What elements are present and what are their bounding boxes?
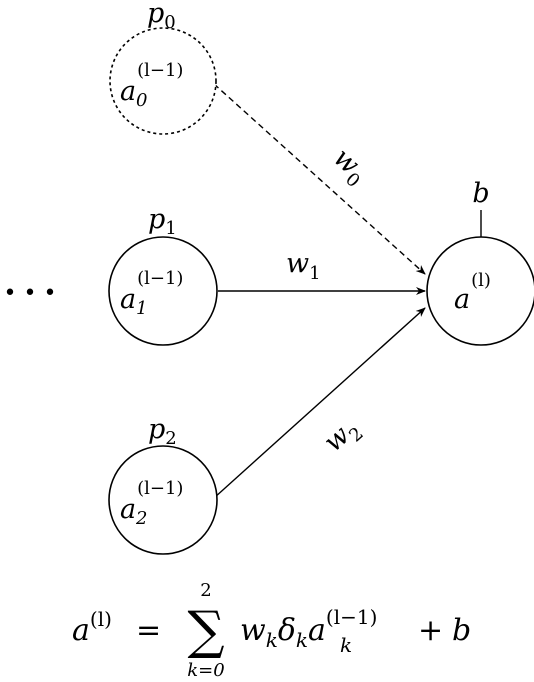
node-input-1-label: a(l−1)1 bbox=[120, 268, 183, 319]
bias-label: b bbox=[472, 178, 489, 209]
node-input-2-caption: p2 bbox=[148, 414, 177, 449]
node-output bbox=[426, 236, 534, 346]
ellipsis-dots: • • • bbox=[4, 281, 57, 306]
node-input-0 bbox=[109, 27, 217, 135]
node-output-label: a(l) bbox=[454, 270, 491, 315]
node-input-2 bbox=[108, 445, 218, 555]
node-input-0-caption: p0 bbox=[147, 0, 176, 33]
formula-lhs: a(l) bbox=[72, 607, 112, 648]
formula-sum-lower: k=0 bbox=[187, 660, 224, 681]
formula-sum-upper: 2 bbox=[200, 580, 211, 601]
weight-w2-label: w2 bbox=[318, 412, 368, 462]
formula-equals: = bbox=[136, 613, 161, 648]
formula-plus: + bbox=[418, 613, 443, 648]
node-input-2-label: a(l−1)2 bbox=[120, 478, 183, 529]
edge-w0 bbox=[213, 83, 426, 275]
node-input-1-caption: p1 bbox=[148, 204, 177, 239]
formula-sum-symbol: ∑ bbox=[187, 601, 224, 661]
weight-w1-label: w1 bbox=[286, 248, 321, 284]
node-input-1 bbox=[108, 236, 218, 346]
formula: a(l) = 2 ∑ k=0 wkδka(l−1) k + b bbox=[72, 580, 471, 681]
formula-a-sub: k bbox=[340, 633, 352, 657]
formula-b: b bbox=[452, 613, 471, 648]
formula-body: wkδka(l−1) bbox=[240, 605, 377, 652]
weight-w0-label: w0 bbox=[324, 142, 374, 192]
node-input-0-label: a(l−1)0 bbox=[120, 60, 183, 111]
edge-w2 bbox=[213, 307, 426, 499]
